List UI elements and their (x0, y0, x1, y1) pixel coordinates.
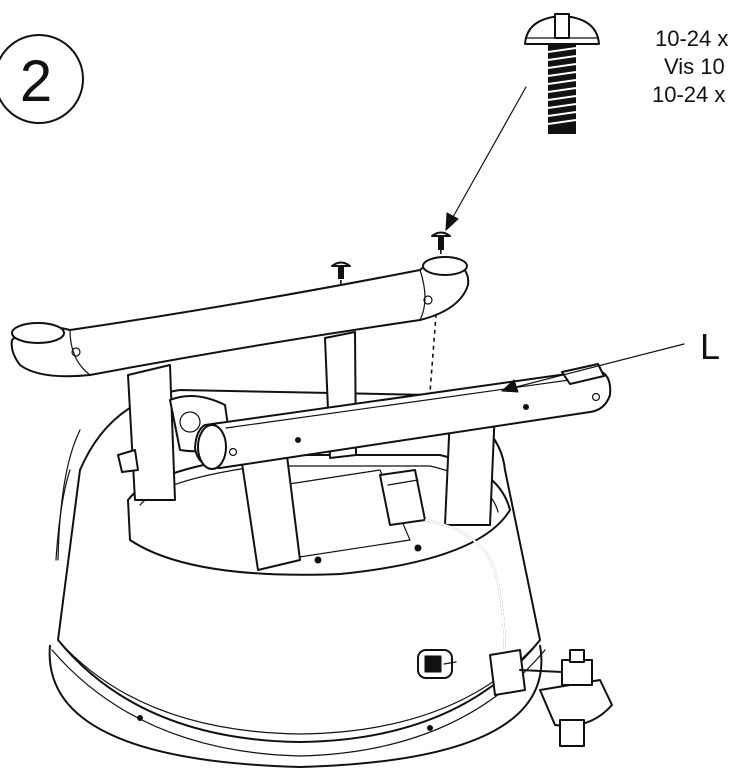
small-screw-right (431, 231, 451, 250)
hardware-line-2: Vis 10 (664, 54, 725, 79)
screw-callout-arrow (445, 86, 527, 232)
part-label: L (700, 326, 720, 367)
hardware-line-3: 10-24 x (652, 82, 725, 107)
control-knob (417, 649, 457, 679)
pan-head-screw-icon (524, 13, 600, 134)
part-label-group: L (500, 326, 720, 393)
step-indicator: 2 (0, 34, 84, 124)
hardware-label: 10-24 x Vis 10 10-24 x (652, 26, 728, 107)
back-rail (10, 256, 470, 378)
gas-regulator (489, 649, 613, 747)
small-screw-left (331, 261, 351, 279)
step-circle (0, 34, 84, 124)
gas-hose (424, 519, 506, 656)
step-number: 2 (20, 49, 52, 114)
front-bar-l (194, 363, 612, 470)
hardware-line-1: 10-24 x (655, 26, 728, 51)
